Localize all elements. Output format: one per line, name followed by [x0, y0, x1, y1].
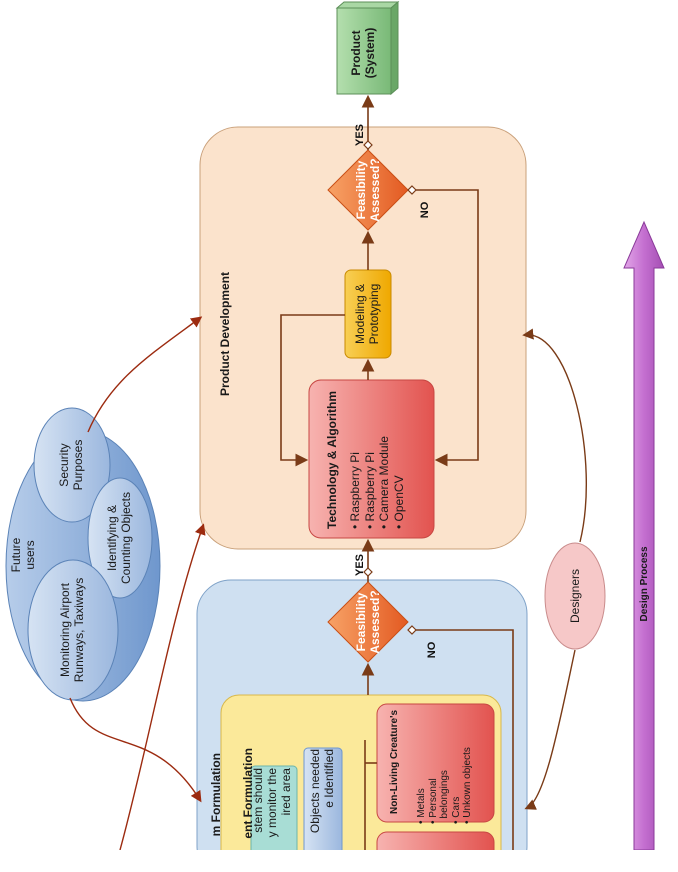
- future-users-label: Future users: [9, 525, 39, 585]
- identifying-ellipse: [87, 477, 153, 599]
- connector-markers: [363, 140, 417, 635]
- feasibility-diamond-bottom: [327, 581, 409, 663]
- security-ellipse: [33, 407, 111, 523]
- req1-line3: ired area: [279, 768, 293, 816]
- future-users-line1: Future: [9, 537, 23, 573]
- no-bottom-label: NO: [426, 641, 438, 659]
- security-line1: Security: [57, 443, 71, 487]
- monitoring-label: Monitoring Airport Runways, Taxiways: [58, 567, 88, 693]
- feasibility-diamond-top: [327, 149, 409, 231]
- design-process-label: Design Process: [639, 546, 650, 622]
- non-living-item: belongings: [439, 770, 450, 819]
- non-living-title: Non-Living Creature's: [389, 709, 400, 815]
- requirement-box-monitor: [250, 765, 298, 850]
- designers-ellipse: [544, 542, 606, 650]
- designers-label: Designers: [568, 568, 582, 624]
- non-living-item: • Unkown objects: [462, 747, 473, 824]
- requirement-monitor-label: stem should y monitor the ired area: [251, 768, 295, 872]
- product-development-title: Product Development: [218, 271, 232, 397]
- feasibility-bottom-line2: Assessed?: [368, 590, 382, 654]
- modeling-line1: Modeling &: [353, 283, 367, 345]
- feasibility-top-label: Feasibility Assessed?: [354, 150, 384, 230]
- technology-item: • Raspberry Pi: [362, 452, 377, 529]
- feasibility-bottom-line1: Feasibility: [354, 592, 368, 652]
- feasibility-top-line2: Assessed?: [368, 158, 382, 222]
- requirement-box-identify: [303, 747, 343, 850]
- technology-title: Technology & Algorithm: [325, 391, 339, 529]
- no-top-label: NO: [419, 201, 431, 219]
- feasibility-bottom-label: Feasibility Assessed?: [354, 582, 384, 662]
- requirement-identify-label: Objects needed e Identified: [308, 749, 338, 859]
- design-process-diagram: [5, 0, 665, 850]
- req1-line1: stem should: [251, 768, 265, 833]
- product-system-box: [335, 0, 400, 96]
- req1-line2: y monitor the: [265, 768, 279, 838]
- non-living-item: • Personal: [427, 778, 439, 824]
- future-users-line2: users: [23, 540, 37, 570]
- design-process-arrow: [623, 220, 665, 850]
- identifying-label: Identifying & Counting Objects: [105, 481, 135, 595]
- identifying-line1: Identifying &: [105, 504, 119, 572]
- yes-top-label: YES: [354, 124, 366, 147]
- technology-list: • Raspberry Pi • Raspberry Pi • Camera M…: [348, 411, 408, 529]
- product-label-line1: Product: [349, 30, 363, 76]
- product-label: Product (System): [349, 13, 379, 93]
- req2-line2: e Identified: [322, 749, 336, 808]
- stakeholder-arrows: [69, 316, 587, 850]
- technology-item: • Camera Module: [377, 436, 391, 529]
- living-box-partial: [376, 831, 495, 850]
- feasibility-top-line1: Feasibility: [354, 160, 368, 220]
- req2-line1: Objects needed: [308, 749, 322, 834]
- non-living-list: • Metals • Personal belongings • Cars • …: [416, 718, 476, 824]
- technology-item: • OpenCV: [391, 475, 406, 529]
- non-living-item: • Metals: [416, 788, 427, 824]
- flow-connectors: [280, 94, 514, 850]
- non-living-item: • Cars: [450, 796, 462, 824]
- security-label: Security Purposes: [57, 427, 87, 503]
- technology-algorithm-box: [308, 379, 435, 539]
- problem-formulation-title: m Formulation: [209, 753, 223, 837]
- product-label-line2: (System): [363, 27, 377, 79]
- security-line2: Purposes: [71, 439, 85, 491]
- modeling-line2: Prototyping: [367, 283, 381, 345]
- monitoring-line2: Runways, Taxiways: [72, 577, 86, 683]
- monitoring-line1: Monitoring Airport: [58, 582, 72, 678]
- technology-item: • Raspberry Pi: [348, 452, 362, 529]
- yes-bottom-label: YES: [354, 554, 366, 577]
- identifying-line2: Counting Objects: [119, 491, 133, 585]
- monitoring-ellipse: [27, 559, 119, 701]
- modeling-label: Modeling & Prototyping: [353, 269, 383, 359]
